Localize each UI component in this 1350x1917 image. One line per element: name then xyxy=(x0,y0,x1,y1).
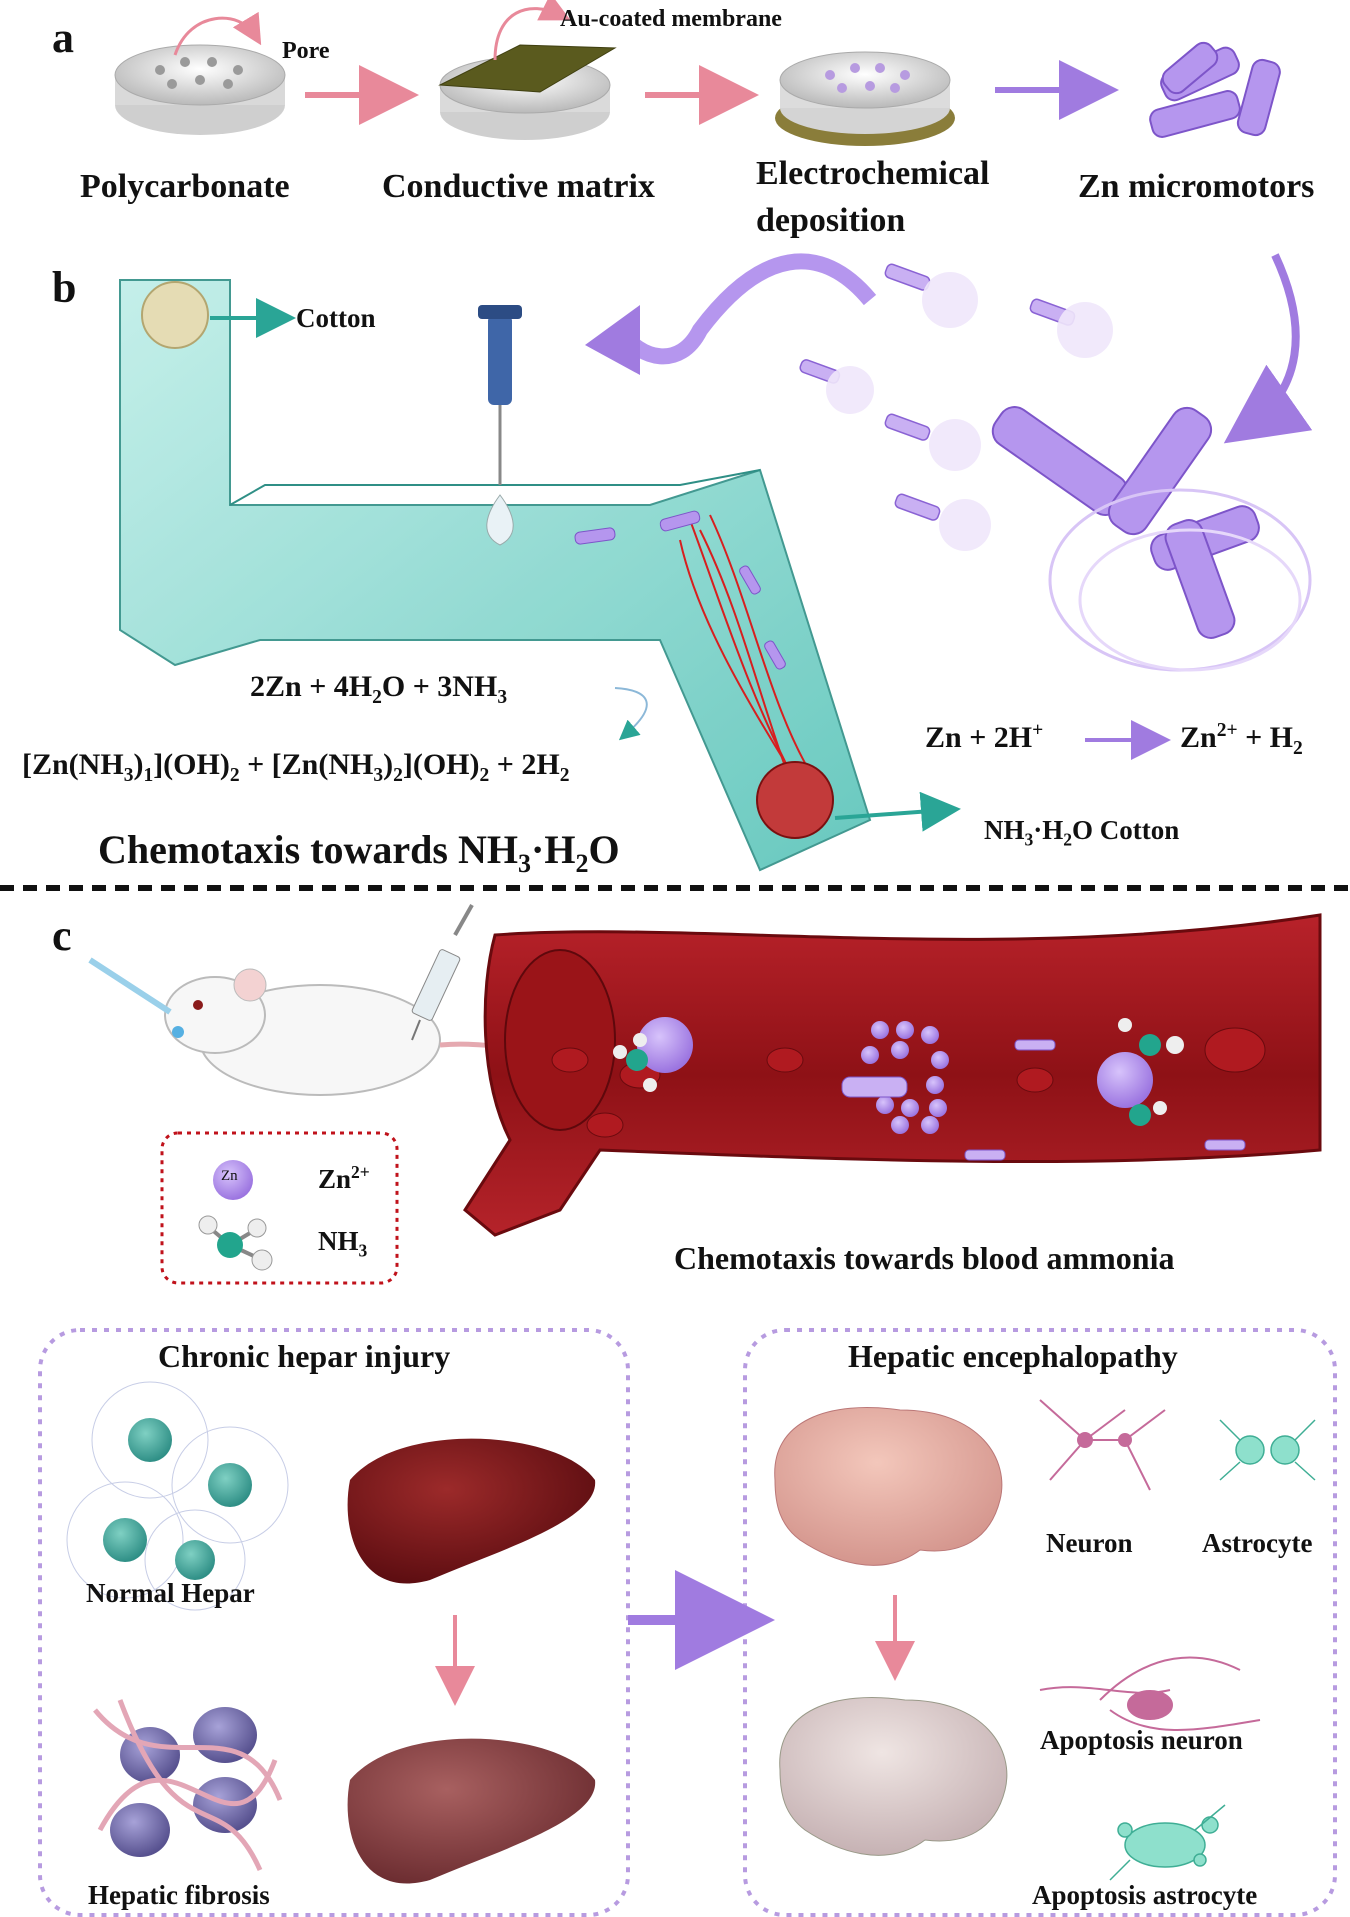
zn-badge: Zn xyxy=(221,1168,238,1184)
nh3-legend-icon xyxy=(198,1215,273,1271)
normal-hepar-label: Normal Hepar xyxy=(86,1578,255,1608)
legend-zn-label: Zn2+ xyxy=(318,1162,370,1194)
panel-b-graphics xyxy=(119,253,1313,872)
cotton-label: Cotton xyxy=(296,303,376,333)
fibrosis-cells xyxy=(93,1699,283,1872)
conductive-matrix-icon xyxy=(438,44,617,140)
swirl-arrow xyxy=(613,253,877,365)
cotton-ball-icon xyxy=(141,281,209,349)
panel-b-title: Chemotaxis towards NH3·H2O xyxy=(98,827,620,878)
pore-label: Pore xyxy=(282,38,330,64)
normal-liver-icon xyxy=(347,1438,596,1584)
vessel-caption: Chemotaxis towards blood ammonia xyxy=(674,1240,1175,1276)
step-electrochemical: Electrochemical xyxy=(756,155,990,192)
neuron-label: Neuron xyxy=(1046,1528,1133,1558)
vessel-contents xyxy=(613,1017,1246,1161)
legend-nh3-label: NH3 xyxy=(318,1226,368,1261)
astrocyte-label: Astrocyte xyxy=(1202,1528,1313,1558)
damaged-brain-icon xyxy=(779,1697,1008,1856)
syringe-icon xyxy=(411,904,474,1041)
step-conductive-matrix: Conductive matrix xyxy=(382,168,655,205)
zn-micromotors-icon xyxy=(1149,41,1281,138)
au-membrane-label: Au-coated membrane xyxy=(560,6,782,32)
apoptosis-neuron-label: Apoptosis neuron xyxy=(1040,1725,1243,1755)
bubble-micromotors xyxy=(799,263,1312,672)
step-zn-micromotors: Zn micromotors xyxy=(1078,168,1315,205)
deposition-disc-icon xyxy=(775,51,955,146)
nh3-cotton-label: NH3·H2O Cotton xyxy=(984,815,1180,850)
polycarbonate-disc-icon xyxy=(114,44,286,135)
equation-zn-acid-right: Zn2+ + H2 xyxy=(1180,720,1303,759)
fibrotic-liver-icon xyxy=(347,1738,596,1884)
equation-zn-acid-left: Zn + 2H+ xyxy=(925,720,1044,754)
apoptosis-astrocyte-label: Apoptosis astrocyte xyxy=(1032,1880,1258,1910)
step-polycarbonate: Polycarbonate xyxy=(80,168,290,205)
mouse-icon xyxy=(88,957,562,1096)
pipette-icon xyxy=(478,305,522,546)
panel-b-letter: b xyxy=(52,263,77,312)
panel-c-graphics xyxy=(38,904,1337,1917)
red-fibers xyxy=(679,514,816,796)
zn-ion-legend-icon xyxy=(213,1160,253,1200)
neuron-icon xyxy=(1039,1399,1166,1491)
microchannel xyxy=(119,279,872,872)
nh3-cotton-ball-icon xyxy=(756,761,834,839)
panel-c-letter: c xyxy=(52,911,72,960)
astrocyte-icon xyxy=(1219,1419,1316,1481)
encephalopathy-box xyxy=(743,1328,1337,1917)
blood-vessel xyxy=(463,913,1322,1237)
equation-reactants: 2Zn + 4H2O + 3NH3 xyxy=(250,670,508,708)
chronic-injury-title: Chronic hepar injury xyxy=(158,1338,451,1374)
panel-a-graphics xyxy=(114,0,1281,146)
normal-hepar-cells xyxy=(66,1381,289,1611)
step-deposition: deposition xyxy=(756,202,906,239)
legend-box xyxy=(160,1131,399,1285)
chronic-injury-box xyxy=(38,1328,630,1917)
equation-products: [Zn(NH3)1](OH)2 + [Zn(NH3)2](OH)2 + 2H2 xyxy=(22,748,570,786)
panel-a-letter: a xyxy=(52,13,74,62)
normal-brain-icon xyxy=(774,1407,1003,1566)
channel-micromotors xyxy=(574,510,786,670)
apoptosis-astrocyte-icon xyxy=(1109,1804,1226,1881)
hepatic-fibrosis-label: Hepatic fibrosis xyxy=(88,1880,270,1910)
apoptosis-neuron-icon xyxy=(1039,1656,1261,1731)
encephalopathy-title: Hepatic encephalopathy xyxy=(848,1338,1178,1374)
